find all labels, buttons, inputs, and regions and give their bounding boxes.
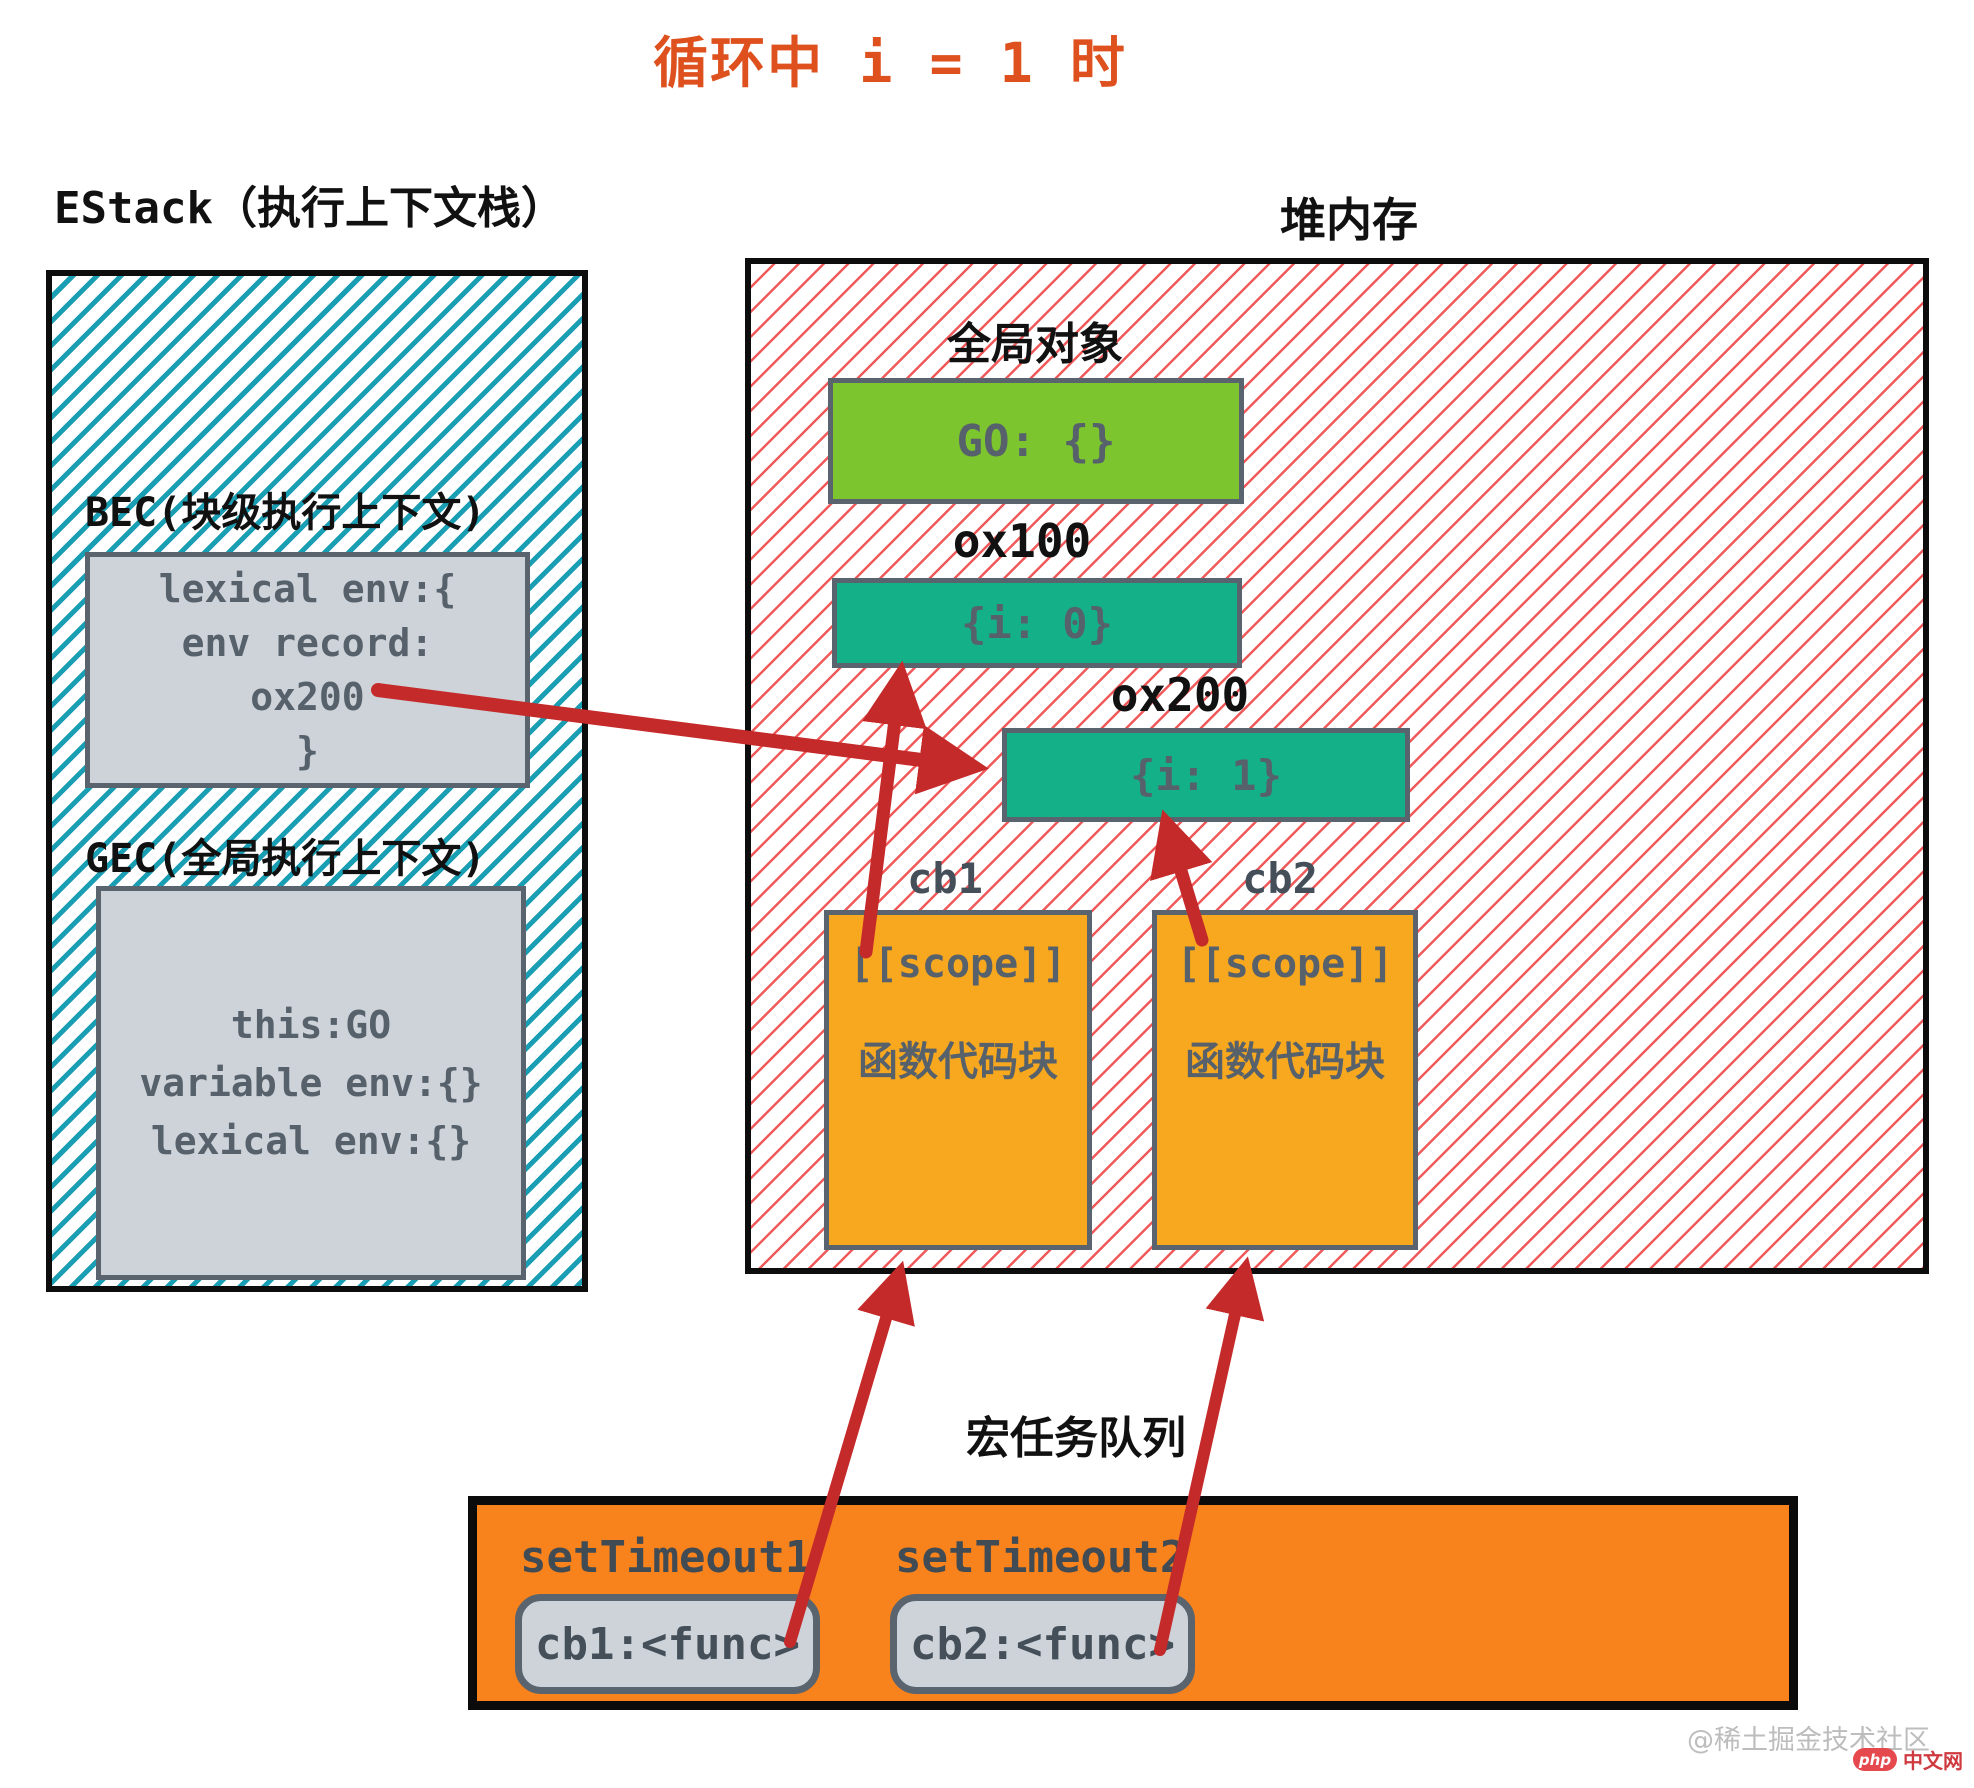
cb1-scope: [[scope]] bbox=[849, 941, 1067, 987]
global-object-label: 全局对象 bbox=[947, 319, 1123, 370]
gec-line: lexical env:{} bbox=[150, 1119, 472, 1163]
ox100-value-box: {i: 0} bbox=[832, 578, 1242, 668]
cb1-box: [[scope]] 函数代码块 bbox=[824, 910, 1092, 1250]
ox100-value: {i: 0} bbox=[961, 598, 1113, 648]
cb2-box: [[scope]] 函数代码块 bbox=[1152, 910, 1418, 1250]
gec-line: this:GO bbox=[230, 1003, 392, 1047]
gec-label: GEC(全局执行上下文) bbox=[85, 836, 486, 882]
watermark-site: 中文网 bbox=[1903, 1749, 1963, 1773]
cb2-label: cb2 bbox=[1242, 854, 1318, 903]
cb2-scope: [[scope]] bbox=[1176, 941, 1394, 987]
cb1-func-chip: cb1:<func> bbox=[515, 1594, 820, 1694]
gec-box: this:GO variable env:{} lexical env:{} bbox=[96, 886, 526, 1280]
macro-queue-label: 宏任务队列 bbox=[966, 1413, 1186, 1464]
cb1-body: 函数代码块 bbox=[858, 1039, 1058, 1085]
global-object-box: GO: {} bbox=[828, 378, 1244, 504]
ox200-value: {i: 1} bbox=[1130, 750, 1282, 800]
settimeout2-label: setTimeout2 bbox=[895, 1532, 1187, 1583]
bec-line: ox200 bbox=[250, 675, 365, 719]
ox200-value-box: {i: 1} bbox=[1002, 728, 1410, 822]
estack-label: EStack（执行上下文栈） bbox=[54, 183, 565, 234]
global-object-value: GO: {} bbox=[956, 415, 1116, 467]
watermark-row: php 中文网 bbox=[1853, 1745, 1963, 1774]
cb2-body: 函数代码块 bbox=[1185, 1039, 1385, 1085]
settimeout1-label: setTimeout1 bbox=[520, 1532, 812, 1583]
bec-box: lexical env:{ env record: ox200 } bbox=[85, 552, 530, 788]
cb1-func-value: cb1:<func> bbox=[535, 1618, 800, 1670]
cb2-func-value: cb2:<func> bbox=[910, 1618, 1175, 1670]
bec-line: env record: bbox=[181, 621, 434, 665]
ox100-label: ox100 bbox=[952, 514, 1092, 568]
heap-label: 堆内存 bbox=[1280, 193, 1418, 247]
bec-line: } bbox=[296, 729, 319, 773]
php-logo-icon: php bbox=[1853, 1748, 1897, 1771]
bec-label: BEC(块级执行上下文) bbox=[85, 490, 486, 536]
page-title: 循环中 i = 1 时 bbox=[653, 31, 1127, 95]
cb2-func-chip: cb2:<func> bbox=[890, 1594, 1195, 1694]
bec-line: lexical env:{ bbox=[158, 567, 457, 611]
gec-line: variable env:{} bbox=[139, 1061, 483, 1105]
cb1-label: cb1 bbox=[907, 854, 983, 903]
ox200-label: ox200 bbox=[1110, 668, 1250, 722]
